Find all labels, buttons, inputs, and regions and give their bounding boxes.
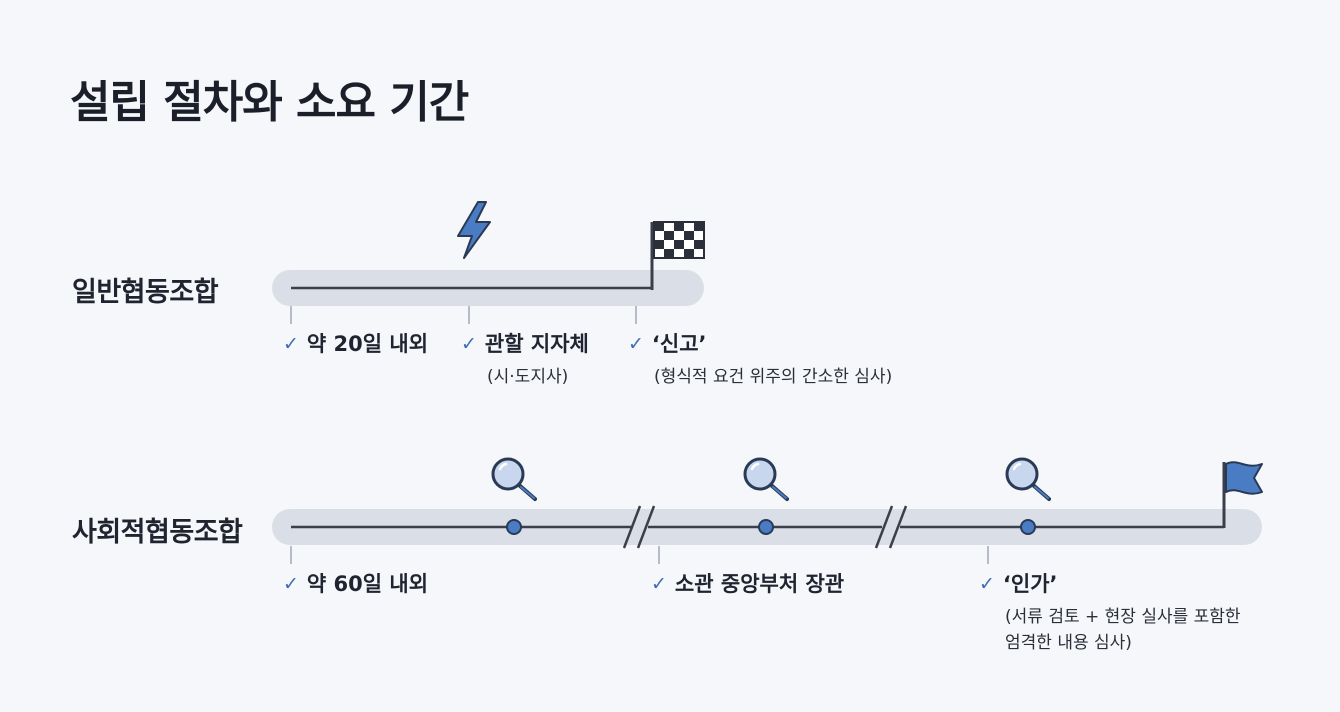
break-mark-icon (874, 505, 908, 549)
magnifier-icon (1005, 457, 1051, 501)
timeline-node (506, 519, 522, 535)
lightning-icon (457, 201, 491, 259)
magnifier-icon (743, 457, 789, 501)
check-icon: ✓ (628, 333, 644, 355)
check-icon: ✓ (283, 333, 299, 355)
blue-flag-icon (1222, 461, 1263, 528)
checkered-flag-icon (650, 221, 705, 290)
info-social-authority: ✓ 소관 중앙부처 장관 (651, 568, 844, 598)
procedure-text: ‘신고’ (651, 332, 707, 356)
row-label-social: 사회적협동조합 (72, 517, 243, 548)
info-general-authority: ✓ 관할 지자체 (시·도지사) (461, 328, 589, 390)
info-general-procedure: ✓ ‘신고’ (형식적 요건 위주의 간소한 심사) (628, 328, 892, 390)
timeline-node (1020, 519, 1036, 535)
info-social-procedure: ✓ ‘인가’ (서류 검토 + 현장 실사를 포함한 엄격한 내용 심사) (979, 568, 1241, 656)
check-icon: ✓ (283, 573, 299, 595)
authority-text: 관할 지자체 (484, 332, 589, 356)
row-label-general: 일반협동조합 (72, 277, 219, 308)
procedure-subtext: (형식적 요건 위주의 간소한 심사) (654, 367, 893, 387)
procedure-subtext-line2: 엄격한 내용 심사) (1005, 633, 1132, 653)
page-title: 설립 절차와 소요 기간 (70, 77, 469, 128)
authority-text: 소관 중앙부처 장관 (674, 572, 845, 596)
check-icon: ✓ (461, 333, 477, 355)
duration-text: 약 60일 내외 (306, 572, 429, 596)
procedure-text: ‘인가’ (1002, 572, 1058, 596)
break-mark-icon (622, 505, 656, 549)
procedure-subtext-line1: (서류 검토 + 현장 실사를 포함한 (1005, 607, 1241, 627)
magnifier-icon (491, 457, 537, 501)
authority-subtext: (시·도지사) (487, 367, 569, 387)
info-social-duration: ✓ 약 60일 내외 (283, 568, 428, 598)
info-general-duration: ✓ 약 20일 내외 (283, 328, 428, 358)
check-icon: ✓ (651, 573, 667, 595)
timeline-node (758, 519, 774, 535)
duration-text: 약 20일 내외 (306, 332, 429, 356)
check-icon: ✓ (979, 573, 995, 595)
